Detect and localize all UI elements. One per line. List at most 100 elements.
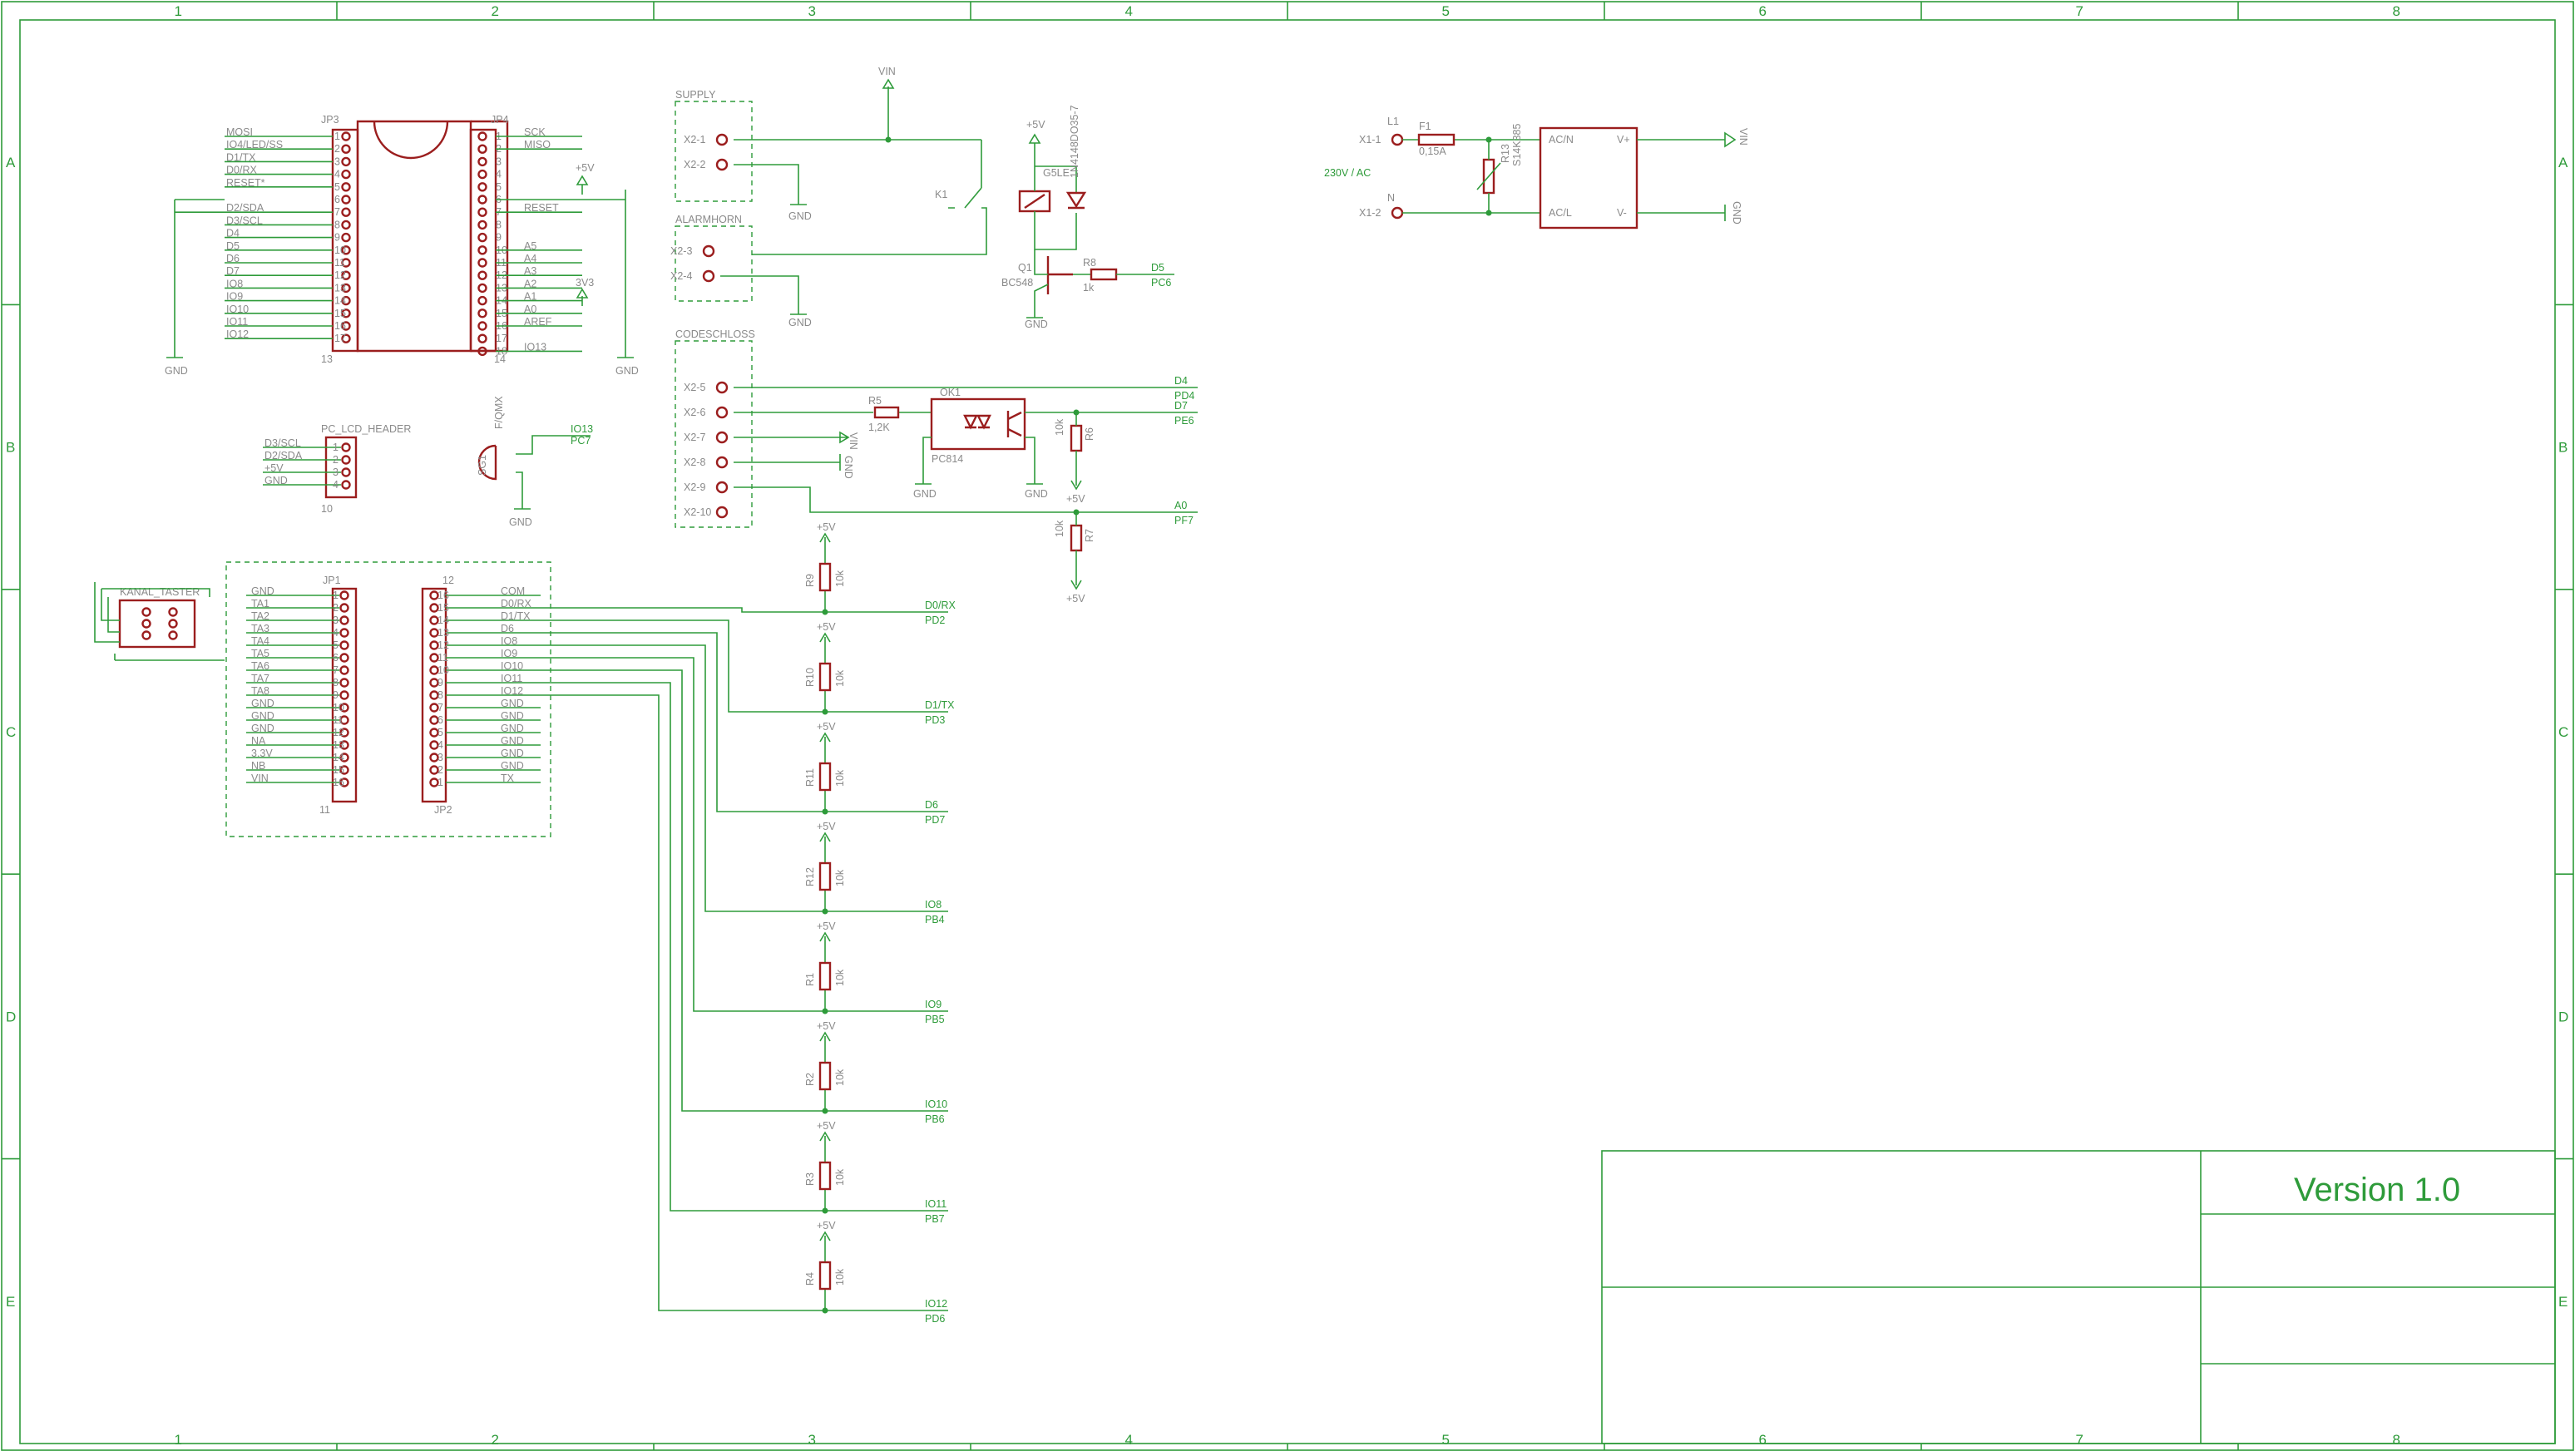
a0-net: A0 bbox=[1174, 500, 1187, 511]
jp1-ref: JP1 bbox=[323, 575, 341, 586]
jp1-pin-label: TA4 bbox=[251, 635, 269, 647]
r5-value: 1,2K bbox=[868, 422, 890, 433]
pullup-value: 10k bbox=[834, 869, 846, 886]
jp1-pin-label: VIN bbox=[251, 772, 269, 784]
psu-acn: AC/N bbox=[1549, 134, 1574, 146]
alarmhorn-label: ALARMHORN bbox=[675, 214, 742, 225]
jp4-pin-label: A5 bbox=[524, 240, 536, 252]
jp3-pin-number: 1 bbox=[334, 131, 340, 142]
jp4-pin-label: IO13 bbox=[524, 341, 546, 353]
vin-code: VIN bbox=[848, 432, 859, 450]
jp3-pin-number: 5 bbox=[334, 181, 340, 193]
terminal-label: X2-6 bbox=[684, 407, 705, 418]
buzzer-sg1: SG1 F/QMX IO13 PC7 GND bbox=[477, 396, 593, 528]
jp2-pin-label: IO12 bbox=[501, 685, 523, 697]
terminal-label: X2-1 bbox=[684, 134, 705, 146]
ok1-ref: OK1 bbox=[940, 387, 961, 398]
jp4-pin-label: AREF bbox=[524, 316, 552, 328]
jp2-pin-number: 3 bbox=[437, 752, 443, 763]
lcd-pin-label: +5V bbox=[264, 462, 284, 474]
pullup-value: 10k bbox=[834, 570, 846, 587]
f1-ref: F1 bbox=[1419, 121, 1431, 132]
jp4-pin-number: 4 bbox=[496, 169, 502, 180]
jp2-pin-number: 5 bbox=[437, 727, 443, 738]
jp1-pin-label: GND bbox=[251, 723, 274, 734]
jp3-pin-number: 17 bbox=[334, 333, 346, 344]
q1-ref: Q1 bbox=[1018, 262, 1032, 274]
jp2-pin-label: GND bbox=[501, 760, 524, 772]
pullup-net: D6 bbox=[925, 799, 938, 811]
jp2-pin-number: 10 bbox=[437, 664, 449, 676]
vcc5-r7: +5V bbox=[1066, 593, 1085, 605]
pe6-port: PE6 bbox=[1174, 415, 1194, 427]
row-label-left: B bbox=[6, 440, 15, 456]
jp1-pin-label: TA8 bbox=[251, 685, 269, 697]
jp1-pin-number: 12 bbox=[333, 727, 344, 738]
jp1-pin-number: 3 bbox=[333, 614, 339, 626]
jp1-pin-label: NB bbox=[251, 760, 265, 772]
jp3-pin-number: 8 bbox=[334, 219, 340, 230]
pullup-ref: R4 bbox=[804, 1272, 816, 1286]
r6-value: 10k bbox=[1054, 418, 1065, 436]
jp3-pin-number: 2 bbox=[334, 143, 340, 155]
vcc5-relay: +5V bbox=[1026, 119, 1045, 131]
gnd-ok1: GND bbox=[913, 488, 937, 500]
lcd-ref: PC_LCD_HEADER bbox=[321, 423, 411, 435]
k1-value: G5LE bbox=[1043, 167, 1070, 179]
jp2-pin-label: D6 bbox=[501, 623, 514, 634]
jp1-pin-number: 6 bbox=[333, 652, 339, 664]
jp1-pin-label: TA6 bbox=[251, 660, 269, 672]
jp2-pin-label: GND bbox=[501, 723, 524, 734]
jp2-pin-label: IO10 bbox=[501, 660, 523, 672]
jp3-pin-label: D3/SCL bbox=[226, 215, 263, 226]
jp2-pin-number: 15 bbox=[437, 602, 449, 614]
jp2-pin-label: D0/RX bbox=[501, 598, 531, 610]
column-label-bottom: 7 bbox=[2076, 1432, 2083, 1448]
gnd-label-right: GND bbox=[615, 365, 639, 377]
sg1-ref: SG1 bbox=[477, 455, 488, 476]
terminal-label: X1-1 bbox=[1359, 134, 1381, 146]
jp2-pin-number: 9 bbox=[437, 677, 443, 689]
r8-value: 1k bbox=[1083, 282, 1095, 294]
pullup-value: 10k bbox=[834, 1168, 846, 1186]
jp3-pin-number: 15 bbox=[334, 308, 346, 319]
pullup-ref: R9 bbox=[804, 574, 816, 587]
jp3-pin-label: D7 bbox=[226, 265, 240, 277]
jp1-pin-label: NA bbox=[251, 735, 266, 747]
jp4-ref: JP4 bbox=[491, 114, 509, 126]
jp1-pin-number: 11 bbox=[333, 714, 343, 726]
relay-driver: K1 +5V G5LE 1N4148DO35-7 Q1 BC548 GND R8… bbox=[752, 105, 1174, 330]
jp4-pin-number: 17 bbox=[496, 333, 507, 344]
supply-label: SUPPLY bbox=[675, 89, 716, 101]
title-block: Version 1.0 bbox=[1601, 1150, 2556, 1444]
terminal-label: X2-4 bbox=[670, 270, 692, 282]
pullup-value: 10k bbox=[834, 769, 846, 787]
f1-value: 0,15A bbox=[1419, 146, 1446, 157]
jp2-pin-label: IO9 bbox=[501, 648, 517, 659]
jp3-pin-label: D2/SDA bbox=[226, 202, 264, 214]
jp4-pin-label: A4 bbox=[524, 253, 536, 264]
column-label-top: 6 bbox=[1759, 3, 1767, 19]
gnd-sg1: GND bbox=[509, 516, 532, 528]
row-label-right: B bbox=[2558, 440, 2568, 456]
jp3-ref: JP3 bbox=[321, 114, 339, 126]
jp3-pin-number: 14 bbox=[334, 295, 346, 307]
version-label: Version 1.0 bbox=[2294, 1172, 2460, 1208]
jp4-end: 14 bbox=[494, 353, 506, 365]
jp3-end: 13 bbox=[321, 353, 333, 365]
pullup-value: 10k bbox=[834, 669, 846, 687]
column-label-top: 4 bbox=[1125, 3, 1133, 19]
jp2-pin-label: GND bbox=[501, 710, 524, 722]
jp2-pin-label: IO11 bbox=[501, 673, 522, 684]
jp1-pin-number: 8 bbox=[333, 677, 339, 689]
jp3-pin-label: IO8 bbox=[226, 278, 243, 289]
lcd-pin-number: 3 bbox=[333, 466, 339, 478]
jp1-pin-label: TA3 bbox=[251, 623, 269, 634]
pullup-ref: R12 bbox=[804, 867, 816, 886]
jp1-pin-number: 13 bbox=[333, 739, 344, 751]
